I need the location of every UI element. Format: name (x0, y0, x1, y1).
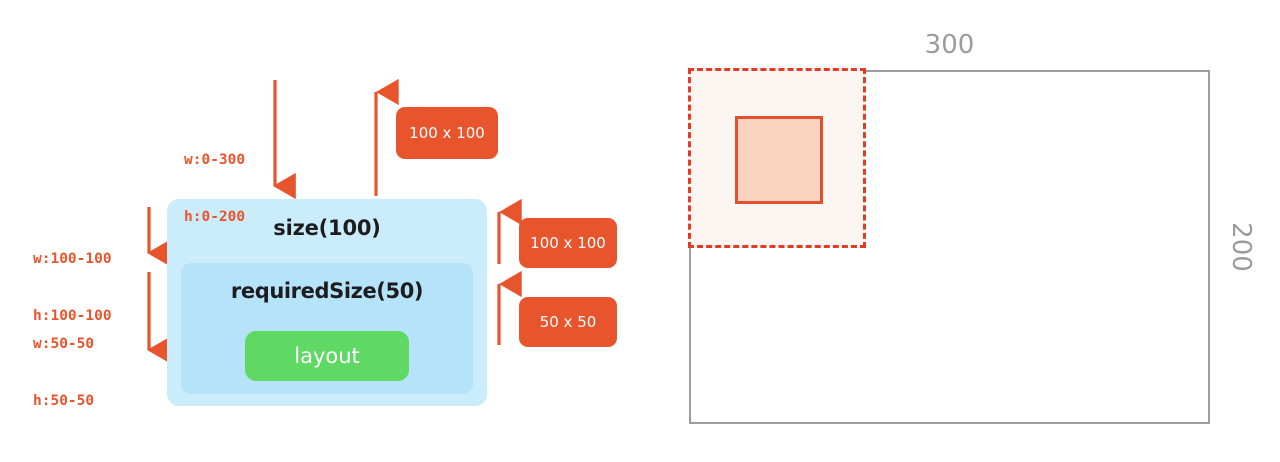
constraint-width-text: w:100-100 (33, 251, 112, 267)
required-size-container-label: requiredSize(50) (230, 279, 424, 303)
constraint-label-outer-to-inner: w:100-100 h:100-100 (33, 212, 112, 364)
canvas-height-label-text: 200 (1225, 222, 1256, 272)
constraint-label-inner-to-layout: w:50-50 h:50-50 (33, 297, 94, 449)
constraint-height-text: h:0-200 (184, 209, 246, 225)
constraint-width-text: w:50-50 (33, 336, 95, 352)
canvas-width-label: 300 (924, 30, 975, 60)
size-badge-measured-inner: 50 x 50 (519, 297, 617, 347)
constraint-height-text: h:100-100 (33, 308, 112, 324)
placed-element-rect (735, 116, 823, 204)
constraint-width-text: w:0-300 (184, 152, 246, 168)
constraint-height-text: h:50-50 (33, 393, 95, 409)
size-container-label: size(100) (273, 216, 381, 240)
canvas-height-label: 200 (1216, 70, 1256, 424)
size-badge-measured-root: 100 x 100 (396, 107, 498, 159)
layout-button[interactable]: layout (245, 331, 409, 381)
constraint-label-incoming-top: w:0-300 h:0-200 (184, 113, 245, 265)
size-badge-measured-outer: 100 x 100 (519, 218, 617, 268)
